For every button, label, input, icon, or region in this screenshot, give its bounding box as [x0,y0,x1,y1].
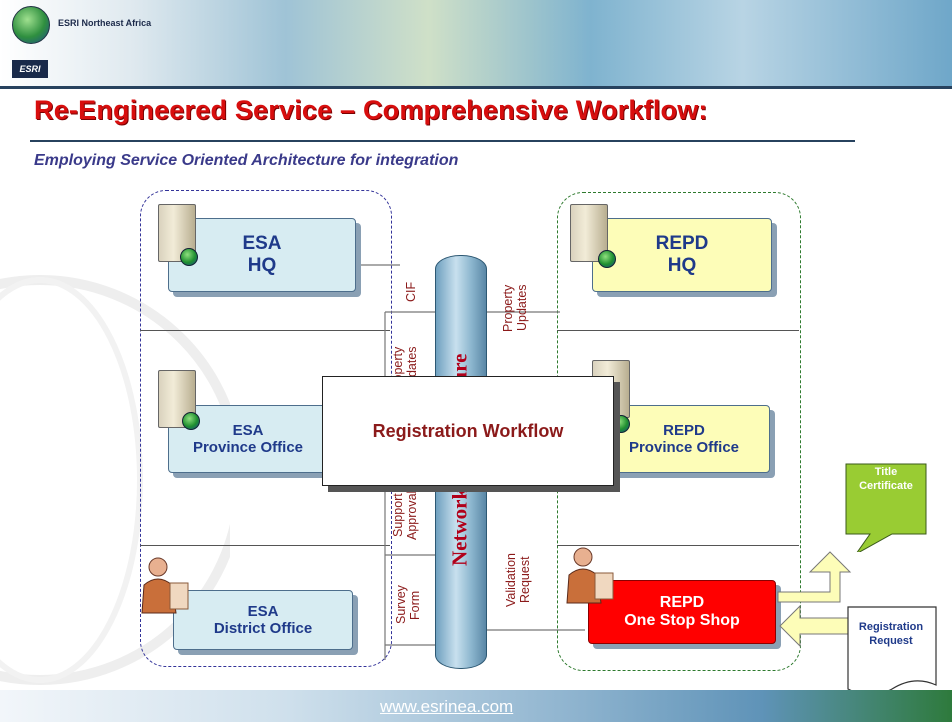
slide-title: Re-Engineered Service – Comprehensive Wo… [34,95,708,125]
title-certificate-text: Title Certificate [859,466,913,492]
document-arrows [777,551,853,648]
esa-province-sublabel: Province Office [192,439,304,456]
globe-icon [182,412,200,430]
repd-one-stop-shop-box: REPD One Stop Shop [588,580,776,644]
globe-icon [612,415,630,433]
esa-province-label: ESA [232,422,264,439]
header-banner [0,0,952,88]
slide-subtitle: Employing Service Oriented Architecture … [34,152,459,169]
header-divider [0,86,952,89]
footer-url-link[interactable]: www.esrinea.com [380,697,514,716]
flow-label-validation-request: Validation Request [504,553,532,607]
registration-request-text: Registration Request [858,621,924,647]
title-divider [30,140,855,142]
repd-province-label: REPD [663,422,705,439]
esa-district-box: ESA District Office [173,590,353,650]
esri-globe-logo-icon [12,6,50,44]
flow-label-property-updates-right: Property Updates [501,284,529,332]
repd-province-sublabel: Province Office [628,439,740,456]
repd-hq-box: REPD HQ [592,218,772,292]
esa-district-label: ESA [247,603,279,620]
registration-workflow-box: Registration Workflow [322,376,614,486]
person-icon [566,547,614,604]
repd-oss-label: REPD [659,594,705,611]
repd-hq-label: REPD [655,233,709,254]
company-name: ESRI Northeast Africa [58,18,152,28]
flow-label-cif: CIF [404,281,418,303]
esa-district-sublabel: District Office [213,620,313,637]
flow-label-survey-form: Survey Form [394,585,422,625]
esri-logo: ESRI [12,60,48,78]
esa-hq-label: ESA [242,233,282,254]
globe-icon [598,250,616,268]
repd-separator [557,545,799,546]
title-certificate-callout [845,463,927,552]
esa-hq-box: ESA HQ [168,218,356,292]
esa-hq-sublabel: HQ [247,255,277,276]
flow-label-support-approval: Support Approval [391,490,419,540]
footer-bar [0,690,952,722]
repd-oss-sublabel: One Stop Shop [624,612,740,629]
esa-separator [140,545,390,546]
globe-icon [180,248,198,266]
repd-separator [557,330,799,331]
person-icon [141,557,189,614]
repd-hq-sublabel: HQ [667,255,697,276]
esa-separator [140,330,390,331]
